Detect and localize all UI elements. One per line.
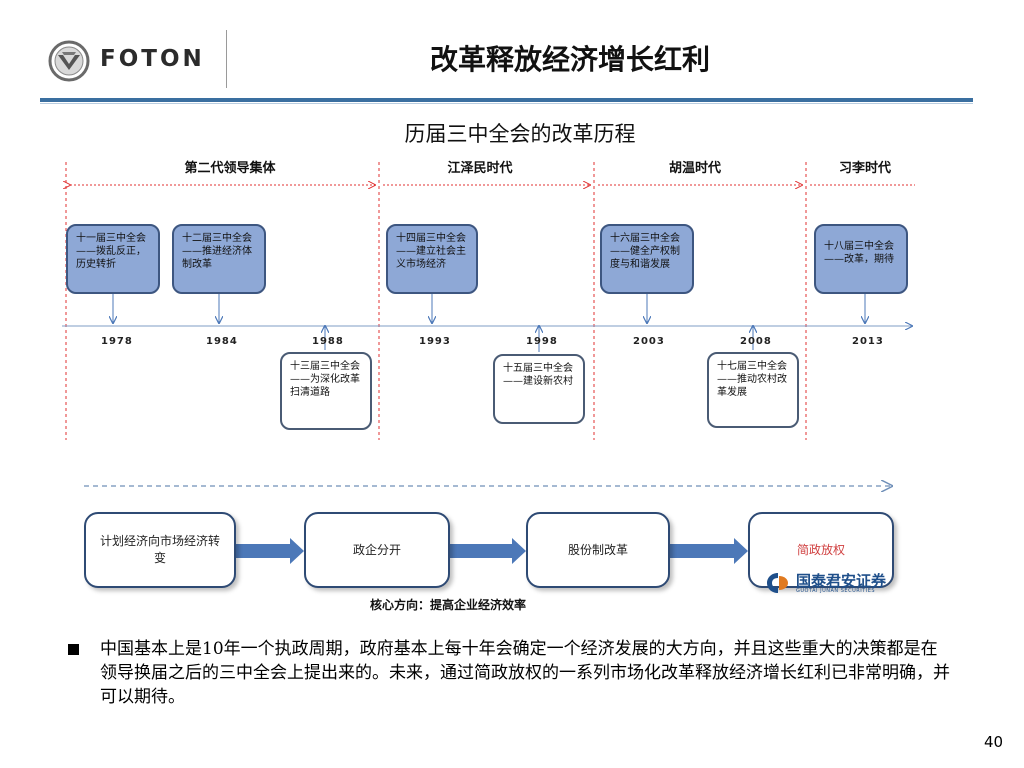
core-direction-label: 核心方向：提高企业经济效率 [370, 598, 527, 612]
flow-arrows [235, 538, 748, 564]
event-box: 十五届三中全会——建设新农村 [493, 354, 585, 424]
bullet-paragraph: 中国基本上是10年一个执政周期，政府基本上每十年会确定一个经济发展的大方向，并且… [100, 639, 950, 707]
event-box: 十一届三中全会——拨乱反正，历史转折 [66, 224, 160, 294]
year-label: 1993 [419, 336, 451, 347]
event-box: 十七届三中全会——推动农村改革发展 [707, 352, 799, 428]
flow-box-label: 简政放权 [796, 542, 845, 557]
header-rule [40, 98, 973, 102]
event-box: 十三届三中全会——为深化改革扫清道路 [280, 352, 372, 430]
brand-name: FOTON [100, 46, 205, 72]
guotai-junan-watermark: 国泰君安证券 GUOTAI JUNAN SECURITIES [766, 570, 916, 596]
foton-logo: FOTON [48, 36, 228, 86]
watermark-subtitle: GUOTAI JUNAN SECURITIES [796, 588, 876, 594]
year-label: 1988 [312, 336, 344, 347]
year-label: 1998 [526, 336, 558, 347]
year-label: 2013 [852, 336, 884, 347]
timeline-lines [62, 162, 915, 564]
header-rule-light [40, 103, 973, 104]
era-label: 江泽民时代 [447, 161, 513, 176]
year-label: 2008 [740, 336, 772, 347]
year-label: 1978 [101, 336, 133, 347]
header-divider [226, 30, 227, 88]
timeline-title: 历届三中全会的改革历程 [404, 122, 636, 146]
era-label: 第二代领导集体 [184, 161, 276, 176]
event-connectors [113, 292, 865, 352]
event-box: 十二届三中全会——推进经济体制改革 [172, 224, 266, 294]
flow-box-label: 股份制改革 [567, 542, 628, 557]
page-title: 改革释放经济增长红利 [429, 43, 710, 76]
event-box: 十六届三中全会——健全产权制度与和谐发展 [600, 224, 694, 294]
era-label: 习李时代 [838, 161, 891, 176]
flow-box-label: 政企分开 [352, 542, 401, 557]
flow-box-label: 计划经济向市场经济转变 [100, 534, 221, 565]
watermark-name: 国泰君安证券 [796, 572, 887, 590]
year-label: 1984 [206, 336, 238, 347]
foton-emblem-icon [48, 40, 90, 82]
era-label: 胡温时代 [668, 161, 721, 176]
bullet-square-icon [68, 644, 79, 655]
guotai-junan-logo-icon [767, 573, 788, 593]
flow-box: 计划经济向市场经济转变 [84, 512, 236, 588]
event-box: 十八届三中全会——改革，期待 [814, 224, 908, 294]
reform-timeline-diagram: 第二代领导集体 江泽民时代 胡温时代 习李时代 十一届三中全会——拨乱反正，历史… [0, 140, 1024, 612]
year-label: 2003 [633, 336, 665, 347]
event-box: 十四届三中全会——建立社会主义市场经济 [386, 224, 478, 294]
era-dividers [65, 162, 807, 440]
flow-box: 股份制改革 [526, 512, 670, 588]
flow-box: 政企分开 [304, 512, 450, 588]
page-number: 40 [984, 733, 1004, 751]
